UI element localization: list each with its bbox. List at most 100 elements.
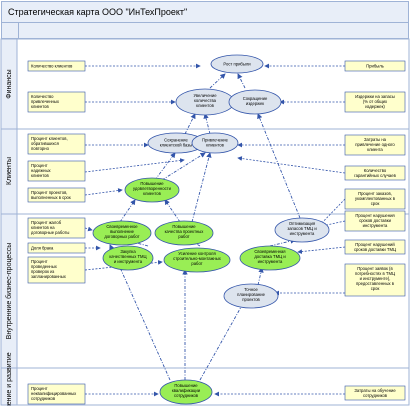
indicator-box [27, 60, 86, 72]
goal-line: и инструмента [114, 259, 143, 264]
goal-cost-cut: Сокращение издержек [228, 89, 282, 115]
causal-link [237, 73, 246, 89]
goal-line: удовлетворенности [133, 186, 172, 191]
goal-attract: Привлечение клиентов [191, 132, 239, 154]
indicator-left: Процент надежных клиентов [27, 160, 86, 182]
indicator-line: клиентов [31, 104, 50, 109]
lane-label-processes: Внутренние бизнес-процессы [5, 243, 13, 340]
indicator-left: Процент проектов, выполненных в срок [27, 187, 86, 203]
indicator-box [344, 263, 406, 297]
indicator-line: срок [371, 286, 380, 291]
learning-goals: Повышение квалификации сотрудников [159, 379, 213, 405]
left-indicators: Количество клиентов Количество привлечен… [27, 60, 86, 405]
indicator-line: Процент нарушения [355, 213, 394, 218]
indicator-line: сотрудников [363, 393, 388, 398]
lane-label-column [0, 38, 18, 406]
goal-line: работ [178, 234, 189, 239]
goal-line: Привлечение [202, 138, 229, 143]
causal-link [257, 267, 264, 286]
connectors [84, 63, 346, 397]
goal-shape [223, 283, 279, 309]
causal-link [161, 152, 206, 181]
goal-shape [124, 177, 180, 203]
indicator-box [344, 91, 406, 113]
indicator-line: привлечение одного [355, 142, 395, 147]
goal-shape [154, 220, 214, 246]
indicator-box [27, 187, 86, 203]
indicator-right: Процент заявок (в потребностях в ТМЦ и и… [344, 263, 406, 297]
indicator-line: сроков доставки ТМЦ [354, 247, 397, 252]
page-title: Стратегическая карта ООО "ИнТехПроект" [8, 7, 188, 17]
indicator-box [344, 134, 406, 156]
goal-line: Повышение [172, 224, 196, 229]
goal-line: выполнение [110, 229, 134, 234]
indicator-right: Прибыль [344, 60, 406, 72]
indicator-line: инструмента [363, 223, 388, 228]
indicator-line: клиента [367, 147, 383, 152]
indicator-box [344, 165, 406, 181]
indicator-right: Процент нарушений сроков доставки ТМЦ [344, 239, 406, 255]
goal-line: количества [194, 98, 217, 103]
indicator-box [27, 383, 86, 405]
indicator-line: Прибыль [366, 64, 385, 69]
indicator-left: Процент неквалифицированных сотрудников [27, 383, 86, 405]
indicator-line: Процент заявок (в [357, 266, 393, 271]
indicator-line: проверок из [31, 269, 54, 274]
goal-line: издержек [246, 101, 264, 106]
goal-loyalty: Повышение удовлетворенности клиентов [124, 177, 180, 203]
indicator-line: проведенных [31, 264, 58, 269]
indicator-left: Количество привлеченных клиентов [27, 91, 86, 113]
goal-shape [228, 89, 282, 115]
goal-line: запасов ТМЦ и [287, 226, 317, 231]
indicator-right: Затраты на обучение сотрудников [344, 385, 406, 401]
goal-inventory: Оптимизация запасов ТМЦ и инструмента [274, 217, 330, 243]
indicator-line: обратившихся [31, 141, 59, 146]
indicator-left: Процент клиентов, обратившихся повторно [27, 133, 86, 155]
goal-shape [191, 132, 239, 154]
goal-delivery: Своевременная доставка ТМЦ и инструмента [239, 245, 301, 271]
goal-line: клиентов [143, 191, 162, 196]
indicator-left: Доля брака [27, 242, 86, 254]
goal-line: инструмента [290, 231, 315, 236]
right-indicators: Прибыль Издержки на запасы (% от общих и… [344, 60, 406, 401]
goal-line: Оптимизация [289, 221, 315, 226]
link-proc-left-1 [84, 226, 93, 232]
goal-line: Увеличение [193, 93, 217, 98]
goal-line: Повышение [140, 181, 164, 186]
goal-clients-grow: Увеличение количества клиентов [175, 88, 235, 116]
indicator-box [27, 91, 86, 113]
indicator-box [344, 210, 406, 232]
indicator-line: издержек) [365, 104, 385, 109]
goal-line: инструмента [258, 259, 283, 264]
indicator-line: Процент проектов, [31, 190, 67, 195]
causal-link [257, 113, 301, 219]
indicator-box [344, 60, 406, 72]
goal-line: квалификации [172, 388, 201, 393]
indicator-line: Процент [31, 163, 48, 168]
indicator-line: укомплектованных в [355, 196, 396, 201]
indicator-box [344, 188, 406, 210]
goal-shape [159, 379, 213, 405]
causal-link [199, 299, 246, 381]
indicator-line: Процент клиентов, [31, 136, 68, 141]
goal-shape [102, 245, 154, 271]
process-goals: Своевременное выполнение договорных рабо… [92, 217, 330, 309]
link-clients-right-2 [237, 156, 346, 174]
goal-line: Своевременная [254, 249, 285, 254]
indicator-line: Процент [31, 259, 48, 264]
indicator-left: Процент жалоб клиентов на договорные раб… [27, 217, 86, 239]
goal-line: планирование [237, 292, 266, 297]
indicator-line: клиентов [31, 173, 50, 178]
goal-shape [239, 245, 301, 271]
indicator-line: клиентов на [31, 225, 55, 230]
causal-link [119, 199, 136, 223]
indicator-box [344, 239, 406, 255]
indicator-box [27, 160, 86, 182]
link-proc-right-1 [321, 220, 346, 228]
lane-label-learning: Обучение и развитие [5, 352, 13, 406]
indicator-line: договорные работы [31, 230, 69, 235]
indicator-line: выполненных в срок [31, 195, 71, 200]
indicator-line: привлеченных [31, 99, 60, 104]
